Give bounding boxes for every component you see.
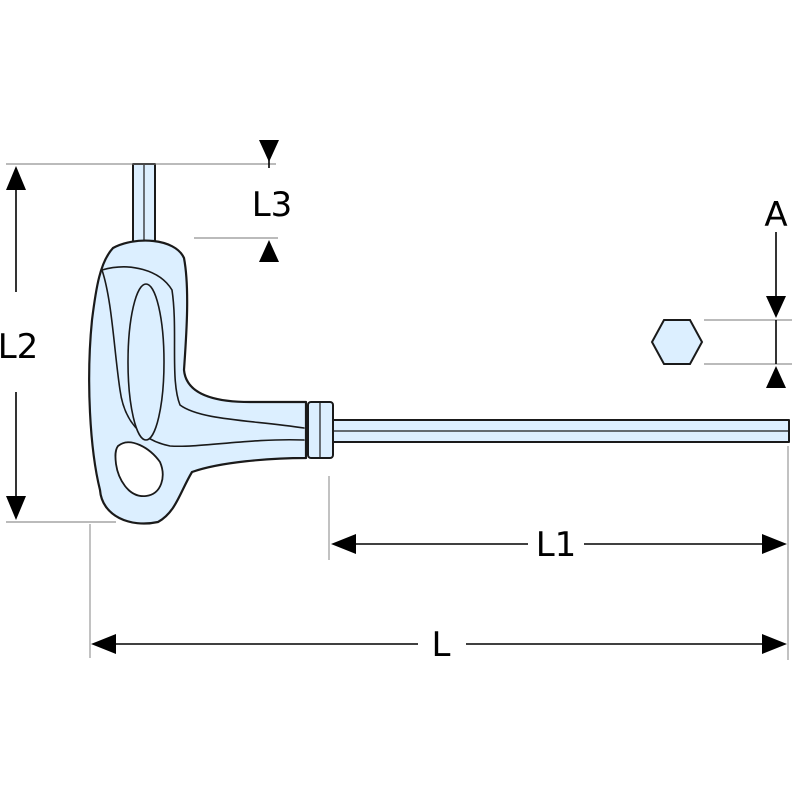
l-arrow-left	[91, 634, 116, 654]
dimension-l: L	[91, 625, 787, 665]
a-arrow-top	[766, 296, 786, 318]
hanging-hole	[114, 441, 164, 497]
hex-key-tool	[88, 163, 790, 525]
hex-cross-section	[650, 319, 704, 365]
l3-label: L3	[252, 185, 293, 225]
l1-arrow-left	[331, 534, 356, 554]
a-label: A	[764, 195, 787, 235]
l2-arrow-bottom	[6, 496, 26, 520]
l3-arrow-bottom	[259, 240, 279, 262]
l2-label: L2	[0, 327, 38, 367]
handle-oval-recess	[127, 283, 165, 441]
l1-label: L1	[536, 525, 577, 565]
a-arrow-bottom	[766, 366, 786, 388]
l3-arrow-top	[259, 140, 279, 162]
dimension-l3: L3	[252, 140, 293, 262]
l2-arrow-top	[6, 166, 26, 190]
dimension-a: A	[764, 195, 788, 388]
dimension-l2: L2	[0, 166, 38, 520]
extension-lines	[6, 163, 792, 660]
dimension-l1: L1	[331, 525, 787, 565]
l1-arrow-right	[762, 534, 787, 554]
l-arrow-right	[762, 634, 787, 654]
l-label: L	[432, 625, 451, 665]
